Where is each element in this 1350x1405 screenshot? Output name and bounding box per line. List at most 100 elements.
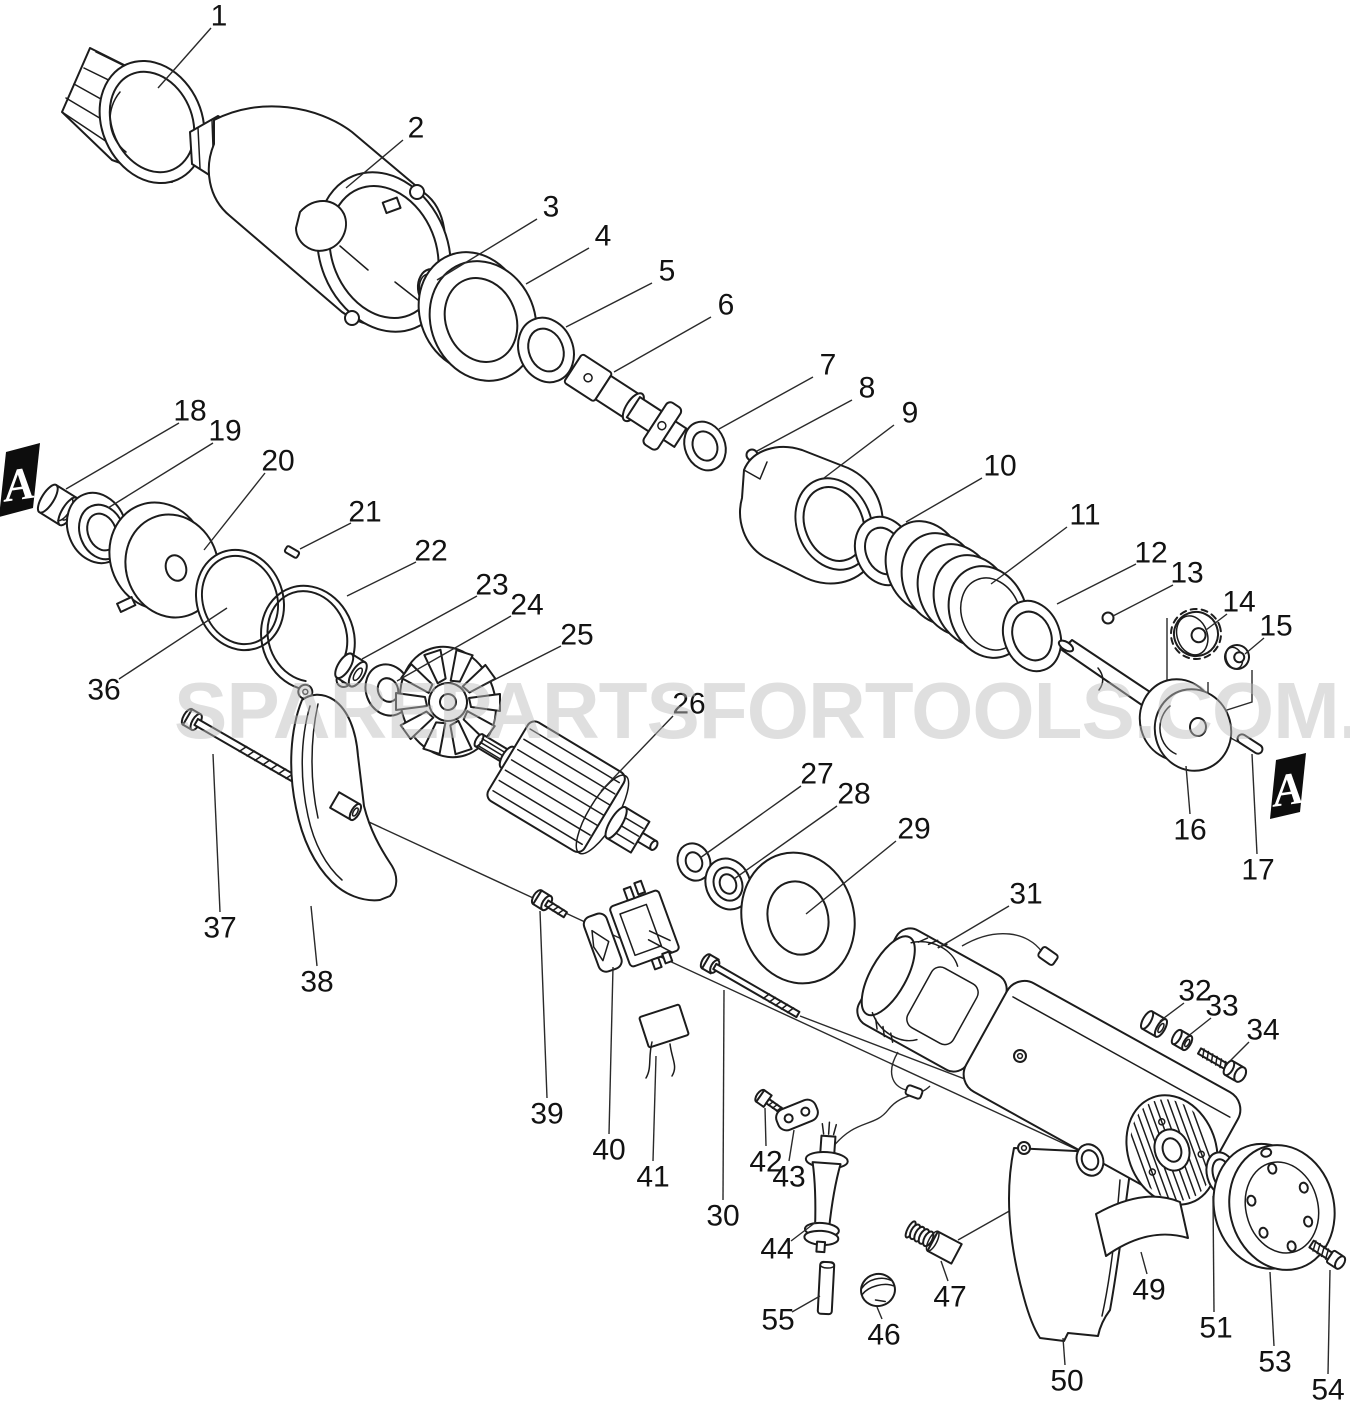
watermark-text: SPAREPARTSFORTOOLS.COM.AU — [174, 666, 1350, 755]
leader-line-23 — [361, 595, 478, 660]
part-number-3: 3 — [543, 191, 560, 224]
leader-line-33 — [1186, 1017, 1212, 1038]
leader-line-11 — [990, 526, 1068, 585]
leader-line-8 — [756, 399, 853, 452]
part-43-plate — [775, 1098, 819, 1132]
leader-line-5 — [565, 282, 653, 328]
part-6-anvil — [563, 353, 688, 451]
part-number-15: 15 — [1259, 610, 1292, 643]
part-number-4: 4 — [595, 220, 612, 253]
part-number-19: 19 — [208, 415, 241, 448]
part-34-screw — [1196, 1047, 1248, 1083]
part-number-53: 53 — [1258, 1346, 1291, 1379]
leader-line-26 — [600, 715, 674, 792]
part-number-54: 54 — [1311, 1374, 1344, 1405]
part-46-brush-cap — [860, 1272, 896, 1308]
part-9-hammer — [739, 445, 884, 585]
leader-line-9 — [823, 424, 895, 479]
part-number-32: 32 — [1178, 975, 1211, 1008]
part-number-43: 43 — [772, 1161, 805, 1194]
leader-line-40 — [608, 966, 614, 1135]
leader-line-14 — [1205, 613, 1228, 631]
part-number-46: 46 — [867, 1319, 900, 1352]
section-marker-a-left: A — [0, 443, 40, 517]
leader-line-17 — [1251, 753, 1258, 855]
part-26-armature — [473, 720, 659, 855]
part-49-nameplate — [1095, 1195, 1189, 1257]
part-number-49: 49 — [1132, 1274, 1165, 1307]
part-number-42: 42 — [749, 1146, 782, 1179]
part-number-2: 2 — [408, 112, 425, 145]
leader-line-34 — [1229, 1041, 1250, 1062]
part-labels: 1234567891011121314151617181920212223242… — [87, 0, 1344, 1405]
part-number-11: 11 — [1069, 499, 1100, 532]
part-number-50: 50 — [1050, 1365, 1083, 1398]
part-21-pin — [283, 545, 301, 559]
part-number-22: 22 — [414, 535, 447, 568]
leader-line-12 — [1056, 563, 1137, 605]
part-number-8: 8 — [859, 372, 876, 405]
part-47-carbon-brush — [904, 1220, 963, 1265]
part-39-screw — [530, 889, 568, 919]
part-55-tube — [816, 1260, 836, 1316]
part-number-12: 12 — [1134, 537, 1167, 570]
part-7-washer — [683, 420, 727, 472]
part-38-handle-cover — [290, 693, 398, 902]
part-number-27: 27 — [800, 758, 833, 791]
leader-line-25 — [479, 645, 562, 688]
leader-line-4 — [525, 247, 590, 285]
part-number-7: 7 — [820, 349, 837, 382]
part-number-40: 40 — [592, 1134, 625, 1167]
leader-line-30 — [722, 989, 725, 1201]
part-number-10: 10 — [983, 450, 1016, 483]
leader-line-31 — [937, 905, 1010, 949]
artwork — [36, 47, 1347, 1342]
leader-line-20 — [203, 472, 266, 551]
leader-line-36 — [118, 607, 228, 680]
leader-line-49 — [1140, 1251, 1148, 1275]
leader-line-37 — [212, 753, 221, 913]
part-number-34: 34 — [1246, 1014, 1279, 1047]
part-number-47: 47 — [933, 1281, 966, 1314]
leader-line-15 — [1244, 637, 1265, 655]
leader-lines — [65, 27, 1331, 1375]
part-number-31: 31 — [1009, 878, 1042, 911]
leader-line-47 — [940, 1260, 949, 1282]
leader-line-53 — [1269, 1271, 1275, 1347]
part-number-44: 44 — [760, 1233, 793, 1266]
part-number-36: 36 — [87, 674, 120, 707]
part-28-ball-bearing — [704, 857, 752, 911]
part-number-5: 5 — [659, 255, 676, 288]
part-number-39: 39 — [530, 1098, 563, 1131]
part-number-38: 38 — [300, 966, 333, 999]
part-50-housing — [962, 979, 1242, 1342]
part-31-field — [856, 927, 1059, 1100]
part-number-41: 41 — [636, 1161, 669, 1194]
leader-line-13 — [1112, 584, 1174, 617]
leader-line-22 — [346, 561, 417, 597]
part-number-33: 33 — [1205, 990, 1238, 1023]
part-44-cord-guard — [803, 1121, 849, 1254]
part-54-screw — [1308, 1239, 1347, 1270]
leader-line-21 — [299, 522, 352, 550]
part-4-bumper-ring — [417, 251, 538, 382]
leader-line-29 — [805, 840, 897, 915]
leader-line-50 — [1062, 1337, 1066, 1366]
leader-line-39 — [539, 910, 548, 1099]
leader-line-19 — [107, 442, 214, 509]
leader-line-55 — [791, 1295, 821, 1313]
section-marker-a-right: A — [1266, 753, 1307, 819]
leader-line-41 — [652, 1055, 657, 1162]
part-40-switch — [582, 879, 680, 973]
leader-line-27 — [699, 785, 802, 859]
part-12-spring-washer — [1001, 599, 1063, 673]
part-number-55: 55 — [761, 1304, 794, 1337]
part-23-bushing — [334, 652, 368, 688]
part-16-spindle — [1057, 639, 1233, 772]
part-number-29: 29 — [897, 813, 930, 846]
leader-line-54 — [1327, 1269, 1331, 1375]
part-17-pin — [1236, 733, 1264, 755]
leader-line-16 — [1185, 765, 1191, 815]
part-number-1: 1 — [211, 0, 228, 33]
